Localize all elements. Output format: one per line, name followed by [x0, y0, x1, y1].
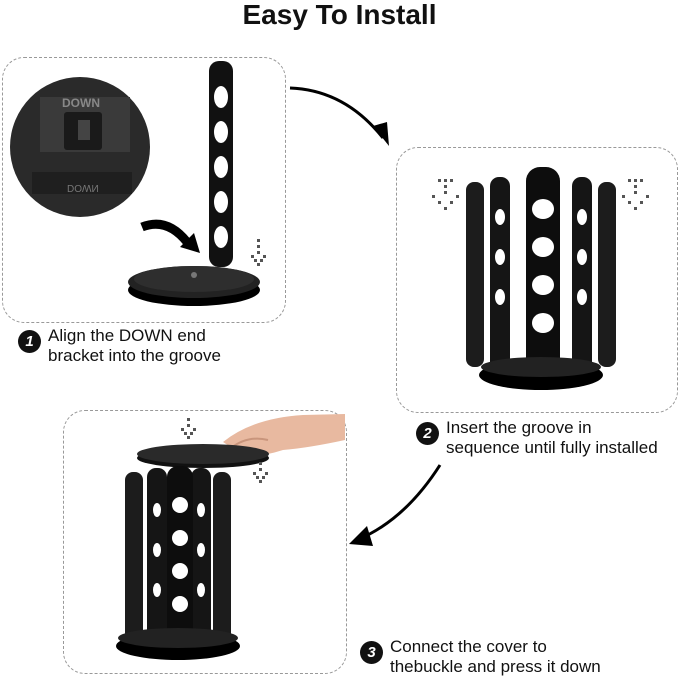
step-1-panel [2, 57, 286, 323]
down-bracket [209, 61, 233, 267]
down-label-bottom: DOWN [67, 182, 99, 193]
step-2-panel [396, 147, 678, 413]
dotted-down-arrow-icon [251, 239, 266, 266]
down-label-top: DOWN [62, 96, 100, 110]
rack-base [128, 266, 260, 306]
step-1-illustration: DOWN DOWN [10, 61, 266, 306]
step-3-caption: Connect the cover to thebuckle and press… [390, 637, 601, 676]
step-3-number: 3 [360, 641, 383, 664]
dotted-down-arrow-side-icon [253, 462, 268, 483]
step-3: 3 Connect the cover to thebuckle and pre… [360, 637, 601, 677]
step-1-caption: Align the DOWN end bracket into the groo… [48, 326, 221, 365]
curved-arrow-icon [140, 219, 191, 245]
dotted-down-arrow-right-icon [622, 179, 649, 210]
step-2-number: 2 [416, 422, 439, 445]
dotted-down-arrow-cover-icon [181, 418, 196, 439]
rack-partial [466, 167, 616, 390]
down-bracket-closeup: DOWN DOWN [10, 77, 150, 217]
rack-assembled [116, 466, 240, 660]
dotted-down-arrow-left-icon [432, 179, 459, 210]
next-step-arrow-2-icon [349, 464, 442, 546]
step-3-illustration [116, 414, 345, 660]
next-step-arrow-icon [289, 86, 389, 146]
step-2-caption: Insert the groove in sequence until full… [446, 418, 658, 457]
page-title: Easy To Install [242, 0, 437, 30]
step-3-panel [63, 410, 347, 674]
step-2: 2 Insert the groove in sequence until fu… [416, 418, 658, 458]
step-2-illustration [432, 167, 649, 390]
step-1-number: 1 [18, 330, 41, 353]
step-1: 1 Align the DOWN end bracket into the gr… [18, 326, 221, 366]
rack-cover [137, 444, 269, 468]
